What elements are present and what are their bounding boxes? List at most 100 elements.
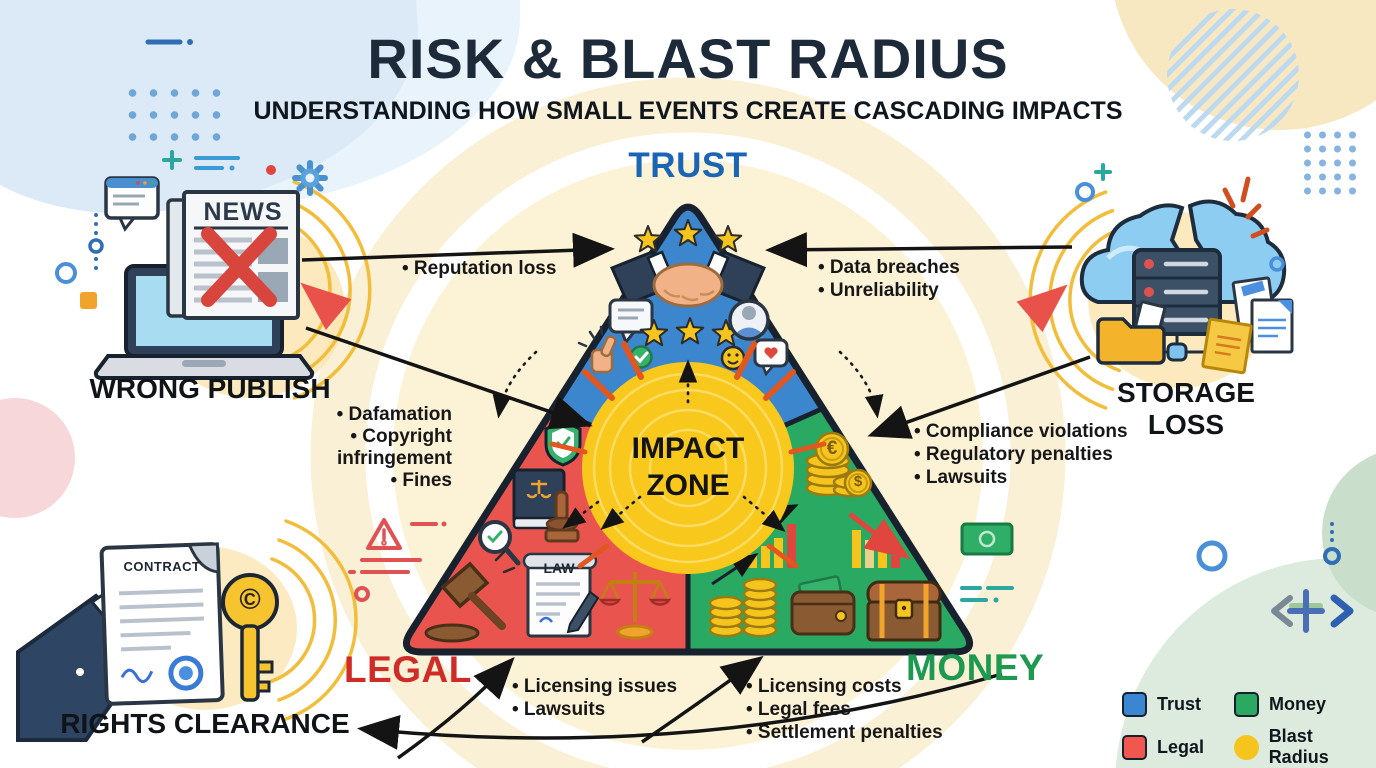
list-item: • Legal fees: [746, 699, 851, 720]
list-item: • Compliance violations: [914, 421, 1128, 442]
copyright-key-icon: [221, 573, 279, 702]
news-masthead: NEWS: [203, 198, 283, 226]
list-item: • Lawsuits: [512, 699, 606, 720]
falling-chart-icon: [848, 512, 911, 568]
chevron-left-icon: [1271, 595, 1293, 627]
scenario-label-rights-clearance: RIGHTS CLEARANCE: [60, 708, 350, 739]
newspaper-icon: [166, 190, 300, 320]
scales-icon: [598, 572, 672, 640]
page-subtitle: UNDERSTANDING HOW SMALL EVENTS CREATE CA…: [253, 97, 1123, 125]
cascade-list-defamation: • Dafamation • Copyright infringement • …: [314, 404, 452, 492]
cascade-list-reputation: • Reputation loss: [402, 257, 556, 280]
storage-loss-icons: [1016, 163, 1294, 375]
warning-cluster: [348, 518, 447, 602]
arrow-long-to-rights: [357, 672, 1003, 750]
impact-zone: [492, 341, 884, 574]
red-arrow-icon: [300, 282, 352, 330]
law-scroll-title: LAW: [543, 560, 575, 576]
dot-grid-top-right: [1300, 128, 1362, 198]
arrow-storageloss-money: [867, 355, 1091, 439]
legend-swatch-legal: [1122, 734, 1147, 760]
dot-grid-top-left: [122, 82, 226, 150]
chat-bubble-icon: [104, 176, 160, 232]
contract-icon: [99, 542, 225, 706]
legal-vertex-label: LEGAL: [344, 649, 472, 690]
treasure-chest-icon: [866, 580, 942, 642]
list-item: • Lawsuits: [914, 467, 1008, 488]
legend-label: Blast Radius: [1268, 726, 1329, 767]
coin-stack-euro-icon: [805, 431, 873, 498]
thumbs-up-icon: [577, 325, 617, 374]
list-item: • Licensing issues: [512, 676, 678, 697]
list-item: • Licensing costs: [746, 676, 902, 697]
legend-item-trust: Trust: [1122, 692, 1204, 717]
money-icons: [708, 431, 942, 642]
folder-icon: [1096, 300, 1167, 365]
striped-circle-top-right: [1167, 9, 1299, 141]
arrow-curve-legal: [396, 656, 515, 760]
trust-vertex-label: TRUST: [628, 146, 748, 185]
arrow-wrongpublish-trust: [301, 232, 615, 268]
arrow-wrongpublish-legal: [305, 326, 593, 430]
list-item: • Fines: [390, 470, 452, 491]
trust-icons: [577, 219, 789, 377]
dash-lines-icon: [194, 156, 240, 171]
magnifier-check-icon: [478, 520, 521, 566]
wrong-publish-icons: [55, 150, 352, 380]
list-item: • Regulatory penalties: [914, 444, 1113, 465]
law-scroll-icon: [522, 552, 600, 638]
euro-coin-glyph: €: [826, 438, 838, 459]
bottom-right-marks: [1196, 522, 1354, 633]
coin-stacks-icon: [708, 553, 778, 638]
legend-item-blast-radius: Blast Radius: [1234, 726, 1376, 768]
arrow-curve-money: [641, 655, 764, 744]
copyright-glyph: ©: [239, 584, 261, 616]
legend-swatch-trust: [1122, 692, 1147, 717]
list-item: • Reputation loss: [402, 258, 557, 279]
legend-item-money: Money: [1234, 692, 1376, 717]
plus-icon: [162, 150, 182, 170]
legend: Trust Legal Money Blast Radius: [1122, 692, 1376, 768]
contract-title: CONTRACT: [123, 559, 201, 574]
small-marks: [1075, 163, 1285, 272]
list-item: • Copyright infringement: [336, 426, 452, 469]
speech-bubble-icon: [608, 298, 654, 345]
list-item: • Dafamation: [336, 404, 452, 425]
money-vertex-label: MONEY: [906, 647, 1045, 688]
legend-label: Money: [1269, 694, 1327, 714]
legend-label: Legal: [1157, 736, 1205, 757]
list-item: • Settlement penalties: [746, 722, 943, 743]
error-x-icon: [201, 227, 277, 307]
list-item: • Unreliability: [818, 280, 939, 301]
dollar-coin-glyph: $: [853, 473, 863, 490]
cascade-dashed-arrows: [492, 350, 884, 533]
documents-icon: [1201, 276, 1294, 375]
heart-bubble-icon: [753, 338, 789, 377]
red-arrow-icon: [1016, 284, 1068, 333]
scenario-label-storage-loss: STORAGE LOSS: [1117, 377, 1255, 440]
cascade-list-data-breach: • Data breaches • Unreliability: [818, 256, 960, 302]
legend-item-legal: Legal: [1122, 726, 1204, 768]
crack-marks-icon: [1222, 176, 1270, 239]
impact-zone-label: IMPACT ZONE: [598, 430, 778, 504]
gear-icon: [292, 160, 328, 196]
cascade-arrows: [301, 232, 1091, 760]
legend-swatch-blast-radius: [1234, 734, 1259, 760]
cascade-list-legal-outcomes: • Licensing issues • Lawsuits: [512, 675, 677, 721]
impact-zone-line1: IMPACT: [631, 432, 745, 465]
rights-clearance-icons: [16, 542, 279, 742]
plus-icon: [1287, 589, 1325, 633]
chevron-right-icon: [1330, 594, 1354, 628]
red-dot-icon: [266, 165, 276, 175]
arrow-storageloss-trust: [765, 232, 1073, 268]
impact-rays: [549, 341, 827, 569]
dash-dot-top-left: [145, 39, 193, 45]
avatar-icon: [728, 299, 770, 341]
gavel-icon: [424, 550, 516, 643]
impact-zone-line2: ZONE: [646, 469, 730, 502]
legend-label: Trust: [1157, 694, 1202, 714]
list-item: • Data breaches: [818, 257, 960, 278]
cascade-list-compliance: • Compliance violations • Regulatory pen…: [914, 420, 1128, 489]
